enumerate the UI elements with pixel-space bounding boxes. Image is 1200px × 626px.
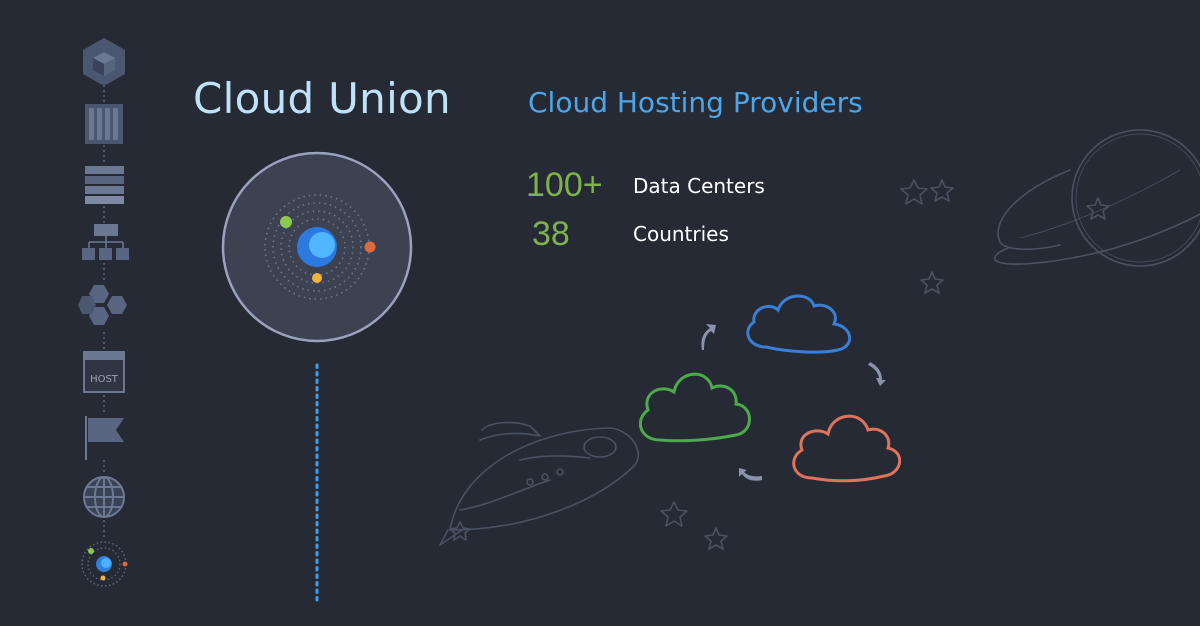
stat-label-data-centers: Data Centers bbox=[633, 174, 765, 198]
orange-moon bbox=[364, 241, 376, 253]
background-sketch bbox=[439, 129, 1200, 550]
star-icon bbox=[1086, 197, 1110, 220]
star-icon bbox=[900, 179, 928, 205]
page-title: Cloud Union bbox=[193, 74, 451, 123]
globe-icon bbox=[83, 476, 125, 518]
star-icon bbox=[449, 521, 471, 541]
hierarchy-network-icon bbox=[82, 224, 129, 260]
orange-cloud-icon bbox=[792, 414, 901, 483]
hero-orbit-graphic bbox=[221, 151, 413, 604]
host-label: HOST bbox=[90, 374, 119, 385]
green-moon bbox=[280, 216, 292, 228]
arrow-icon bbox=[868, 362, 886, 386]
stat-value-data-centers: 100+ bbox=[526, 166, 603, 204]
arrow-icon bbox=[701, 324, 716, 350]
stat-label-countries: Countries bbox=[633, 222, 729, 246]
star-icon bbox=[920, 271, 944, 294]
green-cloud-icon bbox=[638, 372, 751, 443]
star-icon bbox=[704, 527, 728, 550]
stat-value-countries: 38 bbox=[532, 215, 570, 253]
star-icon bbox=[660, 501, 688, 527]
flag-icon bbox=[85, 416, 124, 460]
host-box-icon: HOST bbox=[83, 351, 125, 393]
arrow-icon bbox=[739, 468, 762, 481]
yellow-moon bbox=[312, 273, 322, 283]
orbit-system-icon bbox=[81, 541, 128, 587]
star-icon bbox=[930, 179, 954, 202]
cube-icon bbox=[83, 38, 125, 86]
stacked-layers-icon bbox=[85, 166, 124, 204]
server-rack-icon bbox=[85, 104, 123, 144]
page-subtitle: Cloud Hosting Providers bbox=[528, 86, 863, 119]
sidebar-rail: HOST bbox=[78, 38, 129, 587]
honeycomb-icon bbox=[78, 285, 127, 325]
rocket-icon bbox=[439, 421, 639, 546]
blue-cloud-icon bbox=[746, 294, 851, 354]
cloud-cycle-graphic bbox=[638, 294, 901, 483]
